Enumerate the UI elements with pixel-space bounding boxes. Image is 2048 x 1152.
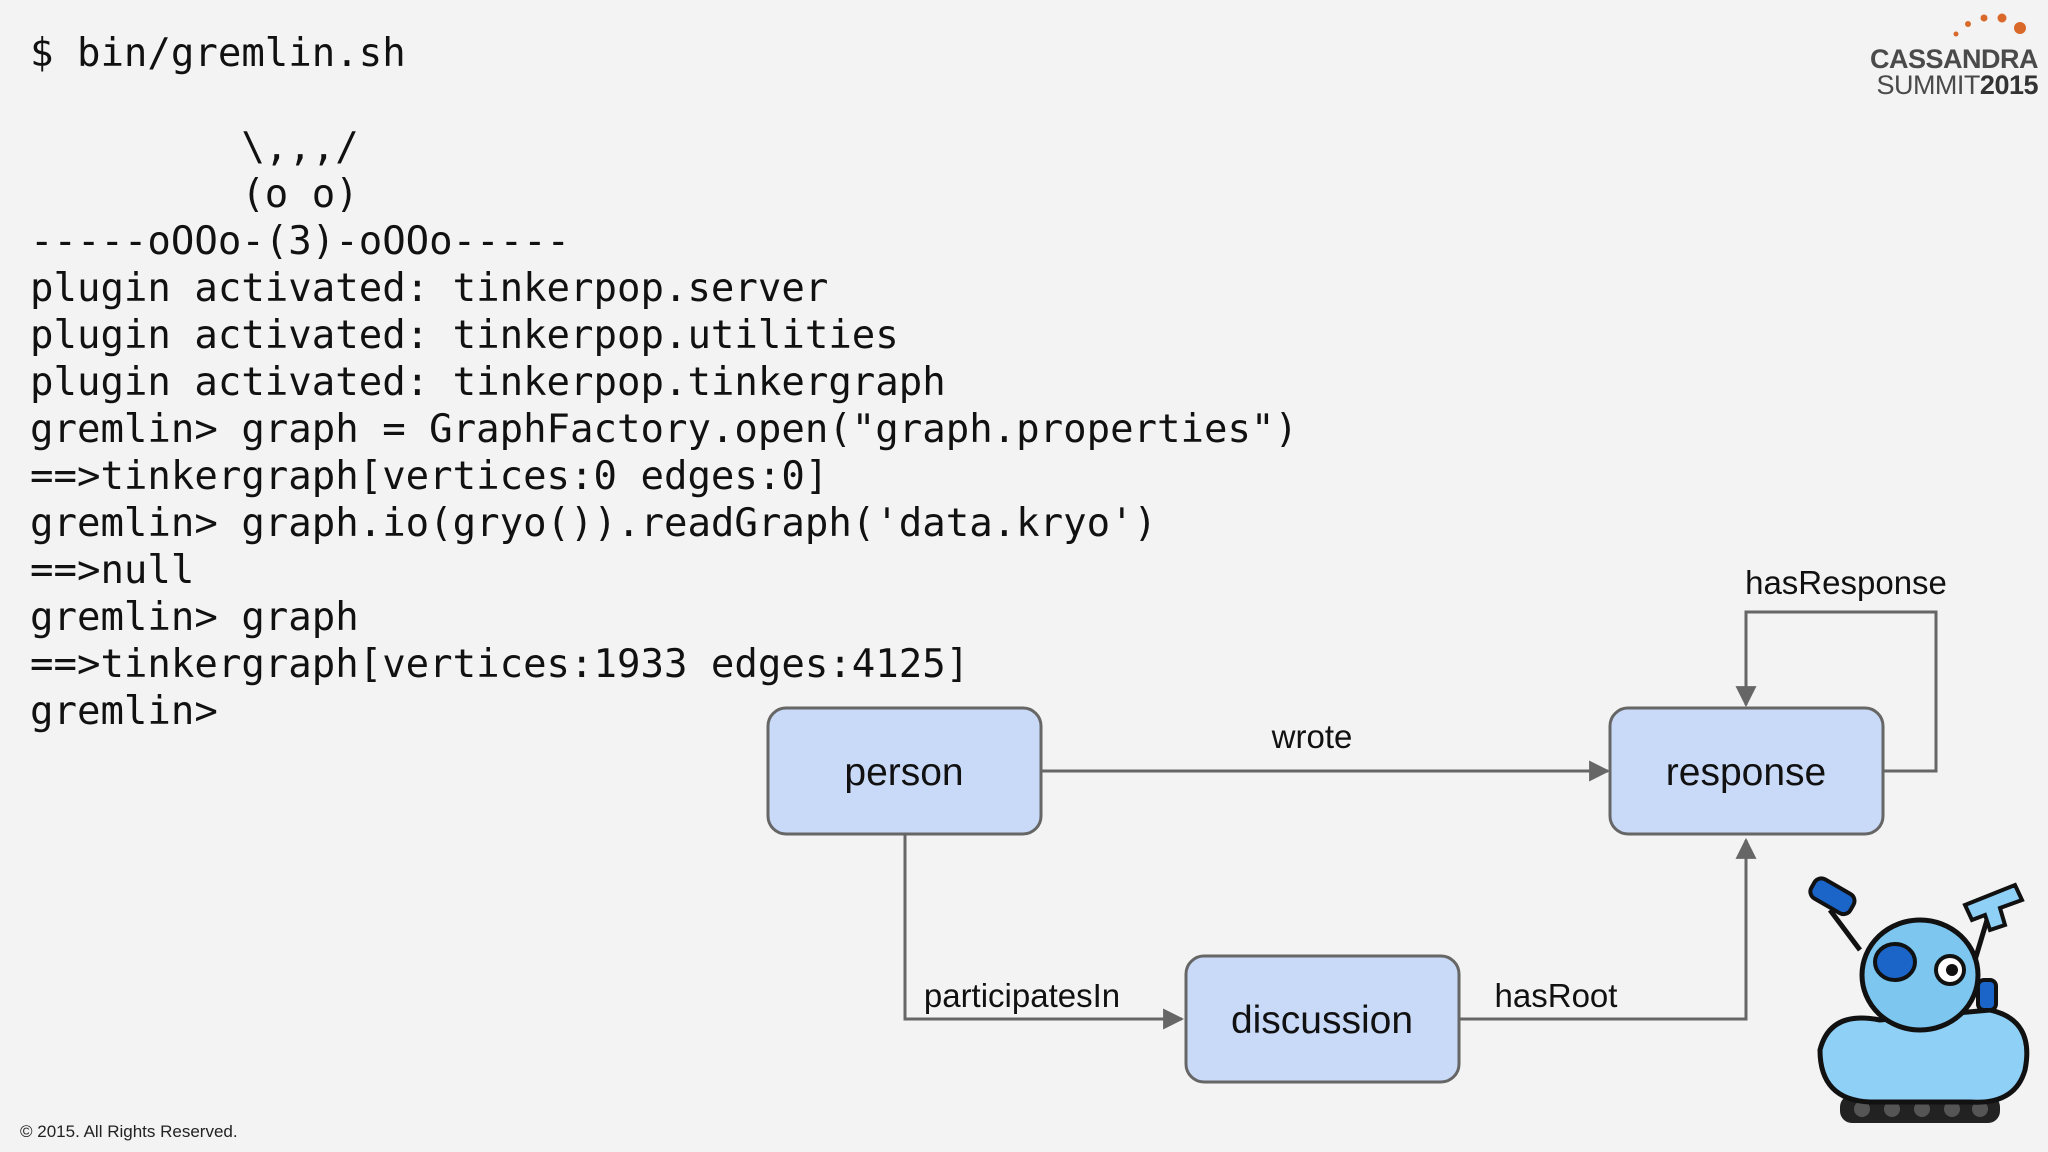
node-person: person [766,706,1043,836]
edge-label-has-response: hasResponse [1745,564,1947,601]
edge-label-has-root: hasRoot [1495,977,1618,1014]
terminal-line: gremlin> graph = GraphFactory.open("grap… [30,407,1298,452]
node-label-response: response [1666,751,1826,794]
gremlin-mascot-icon [1808,876,2030,1123]
node-label-person: person [844,751,963,794]
node-discussion: discussion [1184,954,1461,1084]
terminal-line: gremlin> [30,689,218,734]
node-label-discussion: discussion [1231,999,1413,1042]
terminal-line: gremlin> graph [30,595,359,640]
terminal-output: $ bin/gremlin.sh \,,,/ (o o)-----oOOo-(3… [30,30,1298,735]
terminal-line: ==>tinkergraph[vertices:0 edges:0] [30,454,829,499]
edge-label-participates-in: participatesIn [924,977,1120,1014]
terminal-line: plugin activated: tinkerpop.server [30,266,829,311]
terminal-line: gremlin> graph.io(gryo()).readGraph('dat… [30,501,1158,546]
terminal-line: ==>tinkergraph[vertices:1933 edges:4125] [30,642,970,687]
terminal-line: plugin activated: tinkerpop.tinkergraph [30,360,946,405]
edge-participates-in [903,835,1185,1030]
terminal-line: plugin activated: tinkerpop.utilities [30,313,899,358]
edge-has-response [1735,610,1938,773]
terminal-line: $ bin/gremlin.sh [30,31,406,76]
terminal-line: (o o) [30,172,359,217]
cassandra-summit-logo: CASSANDRA SUMMIT2015 [1870,8,2039,100]
copyright-notice: © 2015. All Rights Reserved. [20,1122,238,1141]
edge-label-wrote: wrote [1271,718,1353,755]
logo-title: CASSANDRA [1869,44,2039,74]
edge-has-root [1460,837,1757,1021]
terminal-line: \,,,/ [30,125,359,170]
node-response: response [1608,706,1885,836]
terminal-line: ==>null [30,548,195,593]
logo-subtitle: SUMMIT2015 [1876,70,2038,100]
logo-dots-icon [1953,13,2026,37]
terminal-line: -----oOOo-(3)-oOOo----- [30,219,571,264]
